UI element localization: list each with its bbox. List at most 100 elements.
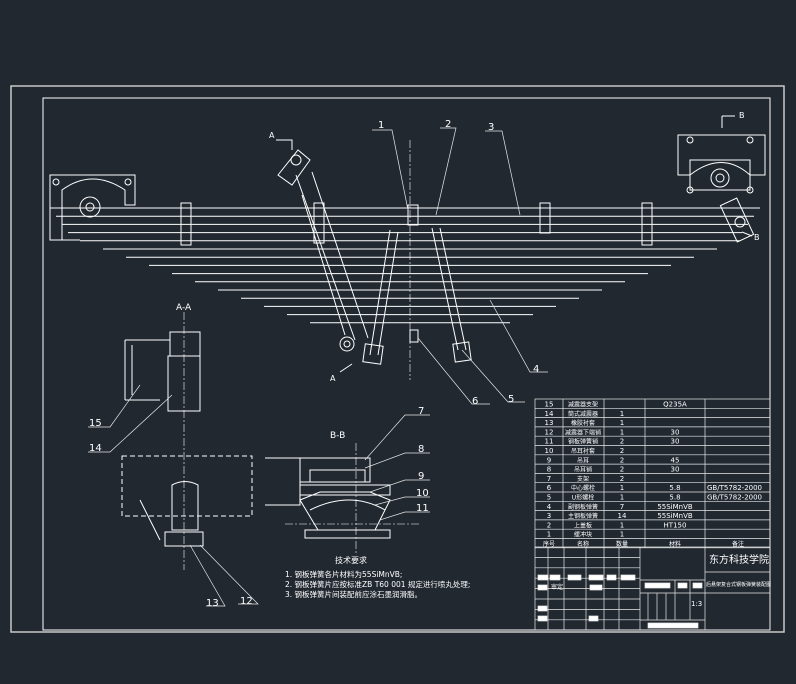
title-block-field: [549, 574, 561, 581]
parts-cell-no: 15: [545, 401, 554, 409]
parts-cell-no: 4: [547, 503, 552, 511]
callout-7: 7: [418, 406, 424, 417]
parts-cell-material: 5.8: [669, 494, 680, 502]
title-block-field: [644, 582, 671, 589]
shock-absorber: [277, 149, 369, 352]
title-block-field: [606, 574, 617, 581]
parts-header: 序号: [543, 540, 555, 548]
parts-cell-qty: 2: [620, 466, 624, 474]
parts-cell-no: 1: [547, 531, 551, 539]
title-block-field: [537, 615, 548, 622]
title-block-field: [647, 622, 699, 629]
leader-lines: [88, 127, 548, 607]
parts-cell-qty: 2: [620, 438, 624, 446]
tech-req-2: 2. 钢板弹簧片应按标准ZB T60 001 规定进行喷丸处理;: [285, 579, 470, 589]
parts-header: 材料: [669, 540, 681, 548]
parts-cell-name: 筒式减震器: [568, 410, 598, 418]
parts-cell-name: 减震器下端销: [565, 428, 601, 436]
section-mark-b-bottom: B: [754, 233, 760, 242]
parts-cell-note: GB/T5782-2000: [707, 494, 762, 502]
callout-4: 4: [533, 364, 539, 375]
parts-cell-name: 中心螺栓: [571, 484, 595, 492]
parts-cell-qty: 2: [620, 475, 624, 483]
parts-cell-no: 5: [547, 494, 551, 502]
callout-numbers: 1 2 3 4 5 6 7 8 9 10 11 12 13 14 15: [89, 119, 539, 609]
parts-cell-name: 支架: [577, 475, 589, 483]
tech-req-3: 3. 钢板弹簧片间装配前应涂石墨润滑脂。: [285, 589, 422, 599]
parts-cell-name: 减震器支架: [568, 401, 598, 409]
callout-2: 2: [445, 119, 451, 130]
parts-header: 数量: [616, 540, 628, 548]
title-block-grid: [535, 547, 703, 630]
parts-cell-no: 2: [547, 521, 551, 529]
parts-cell-material: 30: [671, 438, 680, 446]
parts-cell-name: 吊耳: [577, 457, 589, 464]
tech-req-1: 1. 钢板弹簧各片材料为55SiMnVB;: [285, 569, 402, 579]
parts-cell-qty: 7: [620, 503, 624, 511]
title-block-field: [620, 574, 636, 581]
section-mark-a-bottom: A: [330, 374, 336, 383]
parts-cell-name: 橡胶衬套: [571, 419, 595, 427]
callout-1: 1: [378, 120, 384, 131]
parts-cell-name: 吊耳销: [574, 466, 592, 474]
parts-cell-qty: 1: [620, 494, 624, 502]
parts-cell-name: 主钢板弹簧: [568, 512, 598, 520]
parts-cell-no: 10: [545, 447, 554, 455]
callout-14: 14: [89, 443, 102, 454]
parts-cell-no: 13: [545, 419, 554, 427]
parts-header: 名称: [577, 540, 589, 548]
section-mark-a-top: A: [269, 131, 275, 140]
parts-cell-qty: 2: [620, 456, 624, 464]
parts-cell-name: U形螺栓: [572, 494, 594, 502]
title-block-field: [588, 574, 604, 581]
stage-label: 审定: [551, 583, 563, 591]
callout-13: 13: [206, 598, 219, 609]
scale: 1:3: [691, 600, 702, 608]
parts-cell-note: GB/T5782-2000: [707, 484, 762, 492]
parts-cell-name: 上盖板: [574, 521, 592, 529]
title-block-field: [537, 605, 548, 612]
parts-cell-no: 7: [547, 475, 551, 483]
section-mark-b-top: B: [739, 111, 745, 120]
callout-15: 15: [89, 418, 102, 429]
parts-cell-material: 30: [671, 428, 680, 436]
title-block-field: [589, 584, 603, 591]
parts-cell-qty: 1: [620, 410, 624, 418]
parts-cell-material: HT150: [664, 521, 687, 529]
section-b-b-view: [265, 443, 420, 555]
callout-8: 8: [418, 444, 424, 455]
drawing-name: 后悬架复合式钢板弹簧装配图: [706, 581, 771, 588]
section-label-bb: B-B: [330, 431, 345, 441]
callout-5: 5: [508, 394, 514, 405]
parts-cell-no: 3: [547, 512, 551, 520]
title-block-field: [567, 574, 582, 581]
parts-header: 备注: [732, 540, 744, 548]
inner-frame: [42, 97, 771, 631]
callout-3: 3: [488, 122, 494, 133]
title-block-field: [537, 574, 549, 581]
title-block-field: [692, 582, 703, 589]
parts-cell-material: 30: [671, 466, 680, 474]
parts-cell-no: 8: [547, 466, 551, 474]
title-block-field: [677, 582, 688, 589]
section-a-a-view: [121, 312, 253, 570]
parts-cell-qty: 1: [620, 484, 624, 492]
leaf-spring: [50, 207, 760, 324]
parts-cell-material: 55SiMnVB: [657, 512, 693, 520]
parts-cell-name: 副钢板弹簧: [568, 503, 598, 511]
parts-cell-qty: 2: [620, 447, 624, 455]
callout-12: 12: [240, 596, 253, 607]
parts-cell-name: 吊耳衬套: [571, 447, 595, 455]
spring-clips: [180, 202, 653, 246]
parts-cell-material: 45: [671, 456, 680, 464]
parts-cell-material: 5.8: [669, 484, 680, 492]
parts-cell-name: 缓冲块: [574, 531, 592, 539]
parts-cell-no: 9: [547, 456, 551, 464]
title-block-field: [588, 615, 599, 622]
parts-cell-material: 55SiMnVB: [657, 503, 693, 511]
parts-cell-name: 钢板弹簧销: [568, 438, 598, 446]
outer-frame: [10, 85, 785, 633]
parts-cell-no: 11: [545, 438, 554, 446]
